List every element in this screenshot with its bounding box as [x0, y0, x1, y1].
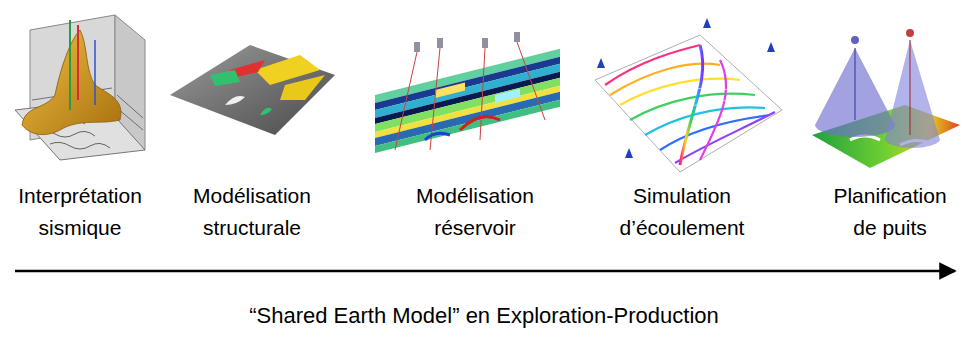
- workflow-arrow: [15, 270, 955, 273]
- step-label: Interprétation sismique: [5, 180, 155, 244]
- seismic-cube: [15, 15, 145, 160]
- well-planning: [812, 29, 960, 168]
- step-label: Planification de puits: [820, 180, 960, 244]
- reservoir-model: [375, 32, 560, 153]
- step-label: Simulation d’écoulement: [607, 180, 757, 244]
- step-label: Modélisation structurale: [177, 180, 327, 244]
- structural-model: [170, 45, 335, 135]
- flow-simulation: [595, 18, 782, 172]
- diagram-caption: “Shared Earth Model” en Exploration-Prod…: [249, 302, 719, 330]
- step-label: Modélisation réservoir: [400, 180, 550, 244]
